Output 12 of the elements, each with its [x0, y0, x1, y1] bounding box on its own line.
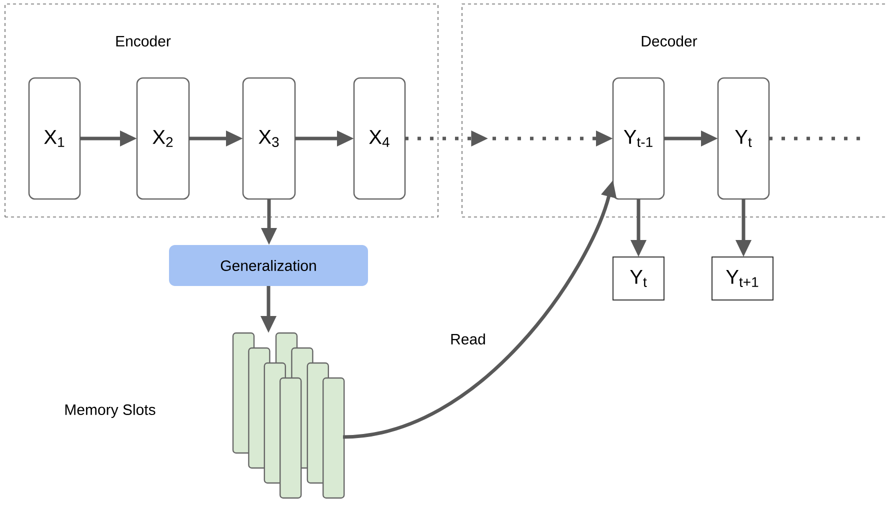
rounded-box: X$_{2}$: [136, 77, 190, 200]
text-label: Memory Slots: [65, 404, 156, 418]
output-box: Y$_{t+1}$: [712, 256, 774, 300]
rounded-box: X$_{1}$: [28, 77, 81, 200]
memory-slots-drawing: [232, 332, 345, 499]
rounded-box: Y$_{t}$: [717, 77, 770, 200]
rounded-box: X$_{3}$: [242, 77, 296, 200]
rounded-box: Y$_{t-1}$: [612, 77, 665, 200]
edge-label: Read: [448, 331, 488, 346]
rounded-box: X$_{4}$: [353, 77, 406, 200]
process-box: Generalization: [169, 245, 368, 286]
output-box: Y$_{t}$: [612, 256, 664, 300]
